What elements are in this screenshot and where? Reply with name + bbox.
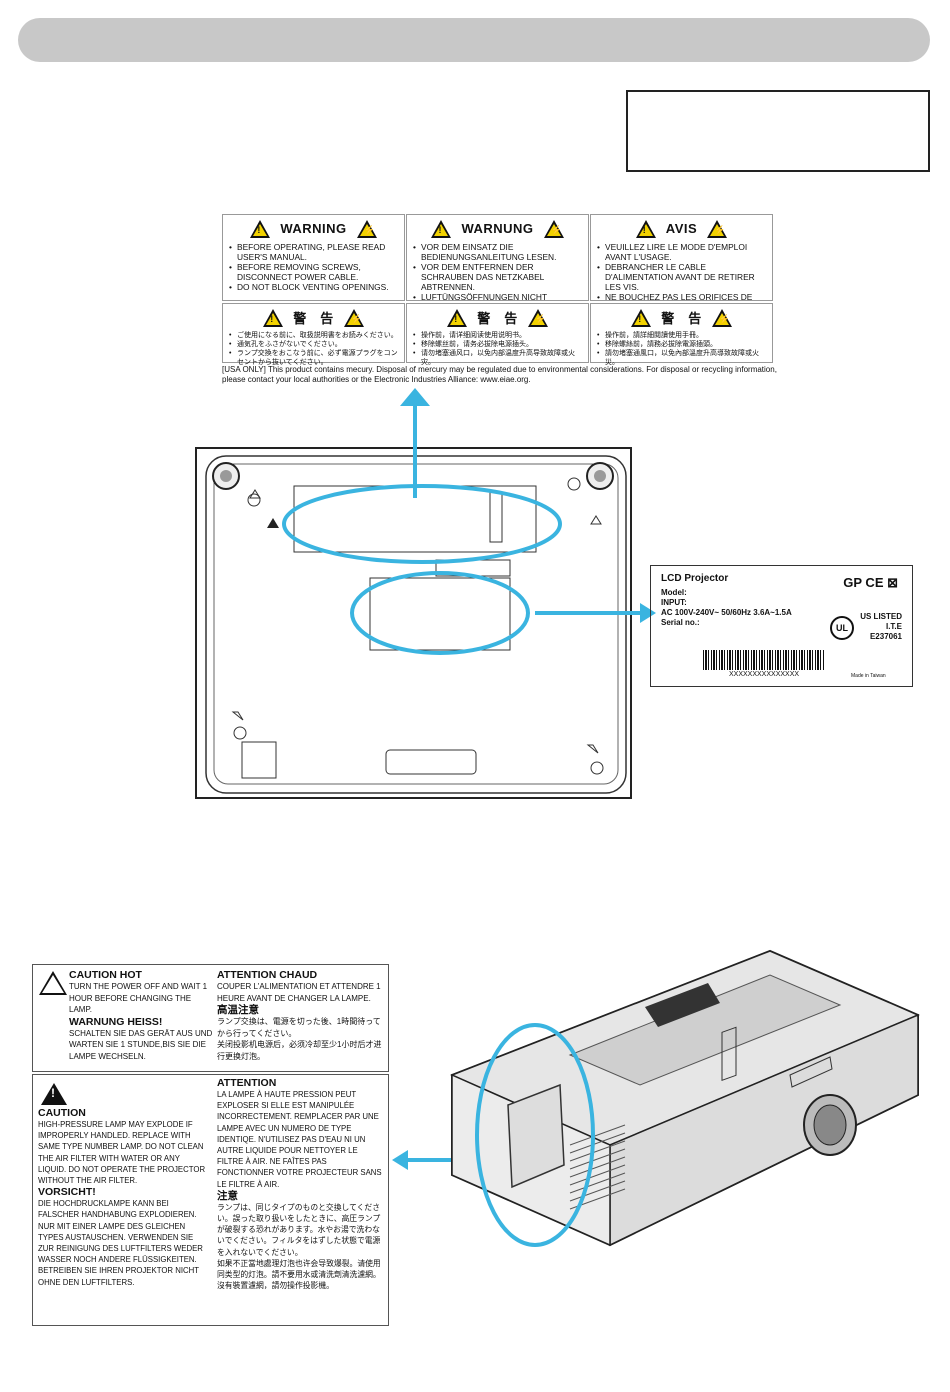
caution-hot-title-en: CAUTION HOT <box>69 969 142 981</box>
warning-label-zh-t: !警 告⚡ 操作前，請詳細閱讀使用手冊。移除螺絲前，請務必拔除電源插頭。請勿堵塞… <box>590 303 773 366</box>
barcode-text: XXXXXXXXXXXXXXX <box>729 671 800 678</box>
arrow-left-icon <box>392 1150 408 1170</box>
ul-mark-icon: UL <box>830 616 854 640</box>
barcode <box>703 650 825 670</box>
projector-perspective-illustration <box>450 949 920 1247</box>
list-item: 操作前，请详细阅读使用说明书。 <box>413 331 582 340</box>
warning-triangle-icon: ! <box>447 309 468 327</box>
list-item: BEFORE OPERATING, PLEASE READ USER'S MAN… <box>229 242 398 262</box>
warning-label-fr: !AVIS⚡ VEUILLEZ LIRE LE MODE D'EMPLOI AV… <box>590 214 773 312</box>
list-item: 操作前，請詳細閱讀使用手冊。 <box>597 331 766 340</box>
electric-hazard-icon: ⚡ <box>543 220 564 238</box>
usa-mercury-note: [USA ONLY] This product contains mecury.… <box>222 365 777 384</box>
list-item: VOR DEM ENTFERNEN DER SCHRAUBEN DAS NETZ… <box>413 262 582 292</box>
caution-lamp-title-fr: ATTENTION <box>217 1077 277 1089</box>
caution-lamp-title-ja: 注意 <box>217 1189 238 1202</box>
caution-lamp-label: CAUTION HIGH-PRESSURE LAMP MAY EXPLODE I… <box>32 1074 389 1326</box>
warning-triangle-icon: ! <box>431 220 452 238</box>
list-item: VOR DEM EINSATZ DIE BEDIENUNGSANLEITUNG … <box>413 242 582 262</box>
warning-label-de: !WARNUNG⚡ VOR DEM EINSATZ DIE BEDIENUNGS… <box>406 214 589 312</box>
warning-triangle-icon: ! <box>250 220 271 238</box>
electric-hazard-icon: ⚡ <box>711 309 732 327</box>
list-item: DO NOT BLOCK VENTING OPENINGS. <box>229 282 398 292</box>
warning-label-zh-s: !警 告⚡ 操作前，请详细阅读使用说明书。移除螺丝前，请务必拔除电源插头。请勿堵… <box>406 303 589 366</box>
electric-hazard-icon: ⚡ <box>527 309 548 327</box>
caution-lamp-title-de: VORSICHT! <box>38 1186 96 1199</box>
rating-label-title: LCD Projector <box>661 573 729 584</box>
made-in-text: Made in Taiwan <box>851 673 886 679</box>
power-rating: AC 100V-240V~ 50/60Hz 3.6A~1.5A <box>661 608 792 617</box>
projector-bottom-illustration <box>195 447 632 799</box>
model-field: Model: <box>661 588 687 597</box>
callout-arrow-left <box>402 1158 494 1162</box>
list-item: ランプ交換をおこなう前に、必ず電源プラグをコンセントから抜いてください。 <box>229 349 398 367</box>
callout-arrow-up <box>413 398 417 498</box>
list-item: VEUILLEZ LIRE LE MODE D'EMPLOI AVANT L'U… <box>597 242 766 262</box>
hot-surface-icon <box>39 971 67 995</box>
list-item: 通気孔をふさがないでください。 <box>229 340 398 349</box>
arrow-up-icon <box>400 388 430 406</box>
warning-exclamation-icon <box>41 1083 67 1105</box>
rating-label: LCD Projector Model: INPUT: AC 100V-240V… <box>650 565 913 687</box>
list-item: 請勿堵塞通風口，以免內部溫度升高導致故障或火災。 <box>597 349 766 367</box>
input-field: INPUT: <box>661 598 687 607</box>
warning-triangle-icon: ! <box>631 309 652 327</box>
list-item: 请勿堵塞通风口，以免内部温度升高导致故障或火灾。 <box>413 349 582 367</box>
certification-marks-icon: GP CE ⊠ <box>843 575 898 590</box>
ul-listing: US LISTED I.T.E E237061 <box>860 612 902 641</box>
warning-label-en: !WARNING⚡ BEFORE OPERATING, PLEASE READ … <box>222 214 405 301</box>
list-item: BEFORE REMOVING SCREWS, DISCONNECT POWER… <box>229 262 398 282</box>
list-item: DEBRANCHER LE CABLE D'ALIMENTATION AVANT… <box>597 262 766 292</box>
note-box <box>626 90 930 172</box>
caution-hot-title-fr: ATTENTION CHAUD <box>217 969 318 981</box>
arrow-right-icon <box>640 603 656 623</box>
list-item: ご使用になる前に、取扱説明書をお読みください。 <box>229 331 398 340</box>
caution-hot-label: CAUTION HOT TURN THE POWER OFF AND WAIT … <box>32 964 389 1072</box>
list-item: 移除螺絲前，請務必拔除電源插頭。 <box>597 340 766 349</box>
electric-hazard-icon: ⚡ <box>343 309 364 327</box>
section-header-bar <box>18 18 930 62</box>
callout-arrow-right <box>535 611 647 615</box>
warning-label-ja: !警 告⚡ ご使用になる前に、取扱説明書をお読みください。通気孔をふさがないでく… <box>222 303 405 366</box>
electric-hazard-icon: ⚡ <box>707 220 728 238</box>
list-item: 移除螺丝前，请务必拔除电源插头。 <box>413 340 582 349</box>
electric-hazard-icon: ⚡ <box>356 220 377 238</box>
caution-hot-title-ja: 高温注意 <box>217 1004 259 1017</box>
warning-triangle-icon: ! <box>263 309 284 327</box>
warning-triangle-icon: ! <box>635 220 656 238</box>
caution-hot-title-de: WARNUNG HEISS! <box>69 1015 163 1028</box>
caution-lamp-title-en: CAUTION <box>38 1107 86 1119</box>
serial-field: Serial no.: <box>661 618 700 627</box>
